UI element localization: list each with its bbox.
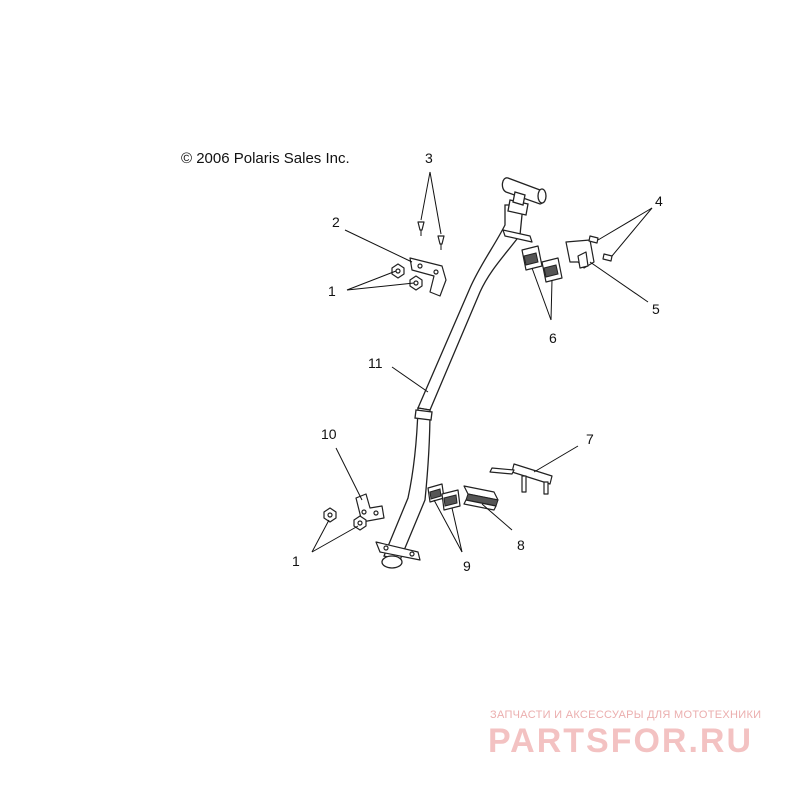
callout-7: 7 — [586, 431, 594, 447]
upper-bushings — [521, 245, 563, 283]
watermark: ЗАПЧАСТИ И АКСЕССУАРЫ ДЛЯ МОТОТЕХНИКИ PA… — [488, 709, 761, 760]
callout-5: 5 — [652, 301, 660, 317]
callout-3: 3 — [425, 150, 433, 166]
callout-8: 8 — [517, 537, 525, 553]
callout-10: 10 — [321, 426, 337, 442]
screws-clamp — [588, 235, 613, 262]
callout-2: 2 — [332, 214, 340, 230]
watermark-tagline: ЗАПЧАСТИ И АКСЕССУАРЫ ДЛЯ МОТОТЕХНИКИ — [490, 709, 761, 721]
copyright-text: © 2006 Polaris Sales Inc. — [181, 150, 350, 167]
screws-upper — [417, 221, 445, 250]
lower-bracket — [355, 493, 385, 523]
callout-1-lower: 1 — [292, 553, 300, 569]
lower-plate — [489, 463, 553, 495]
upper-clamp — [565, 239, 595, 269]
callout-1-upper: 1 — [328, 283, 336, 299]
callout-9: 9 — [463, 558, 471, 574]
nuts-upper — [391, 263, 423, 291]
lower-bushings — [427, 483, 461, 511]
upper-bracket — [409, 257, 447, 297]
leader-lines — [311, 171, 653, 553]
lower-clamp-block — [463, 485, 499, 511]
callout-4: 4 — [655, 193, 663, 209]
callout-6: 6 — [549, 330, 557, 346]
watermark-brand: PARTSFOR.RU — [488, 722, 753, 760]
steering-tube — [375, 177, 547, 569]
callout-11: 11 — [368, 355, 383, 371]
